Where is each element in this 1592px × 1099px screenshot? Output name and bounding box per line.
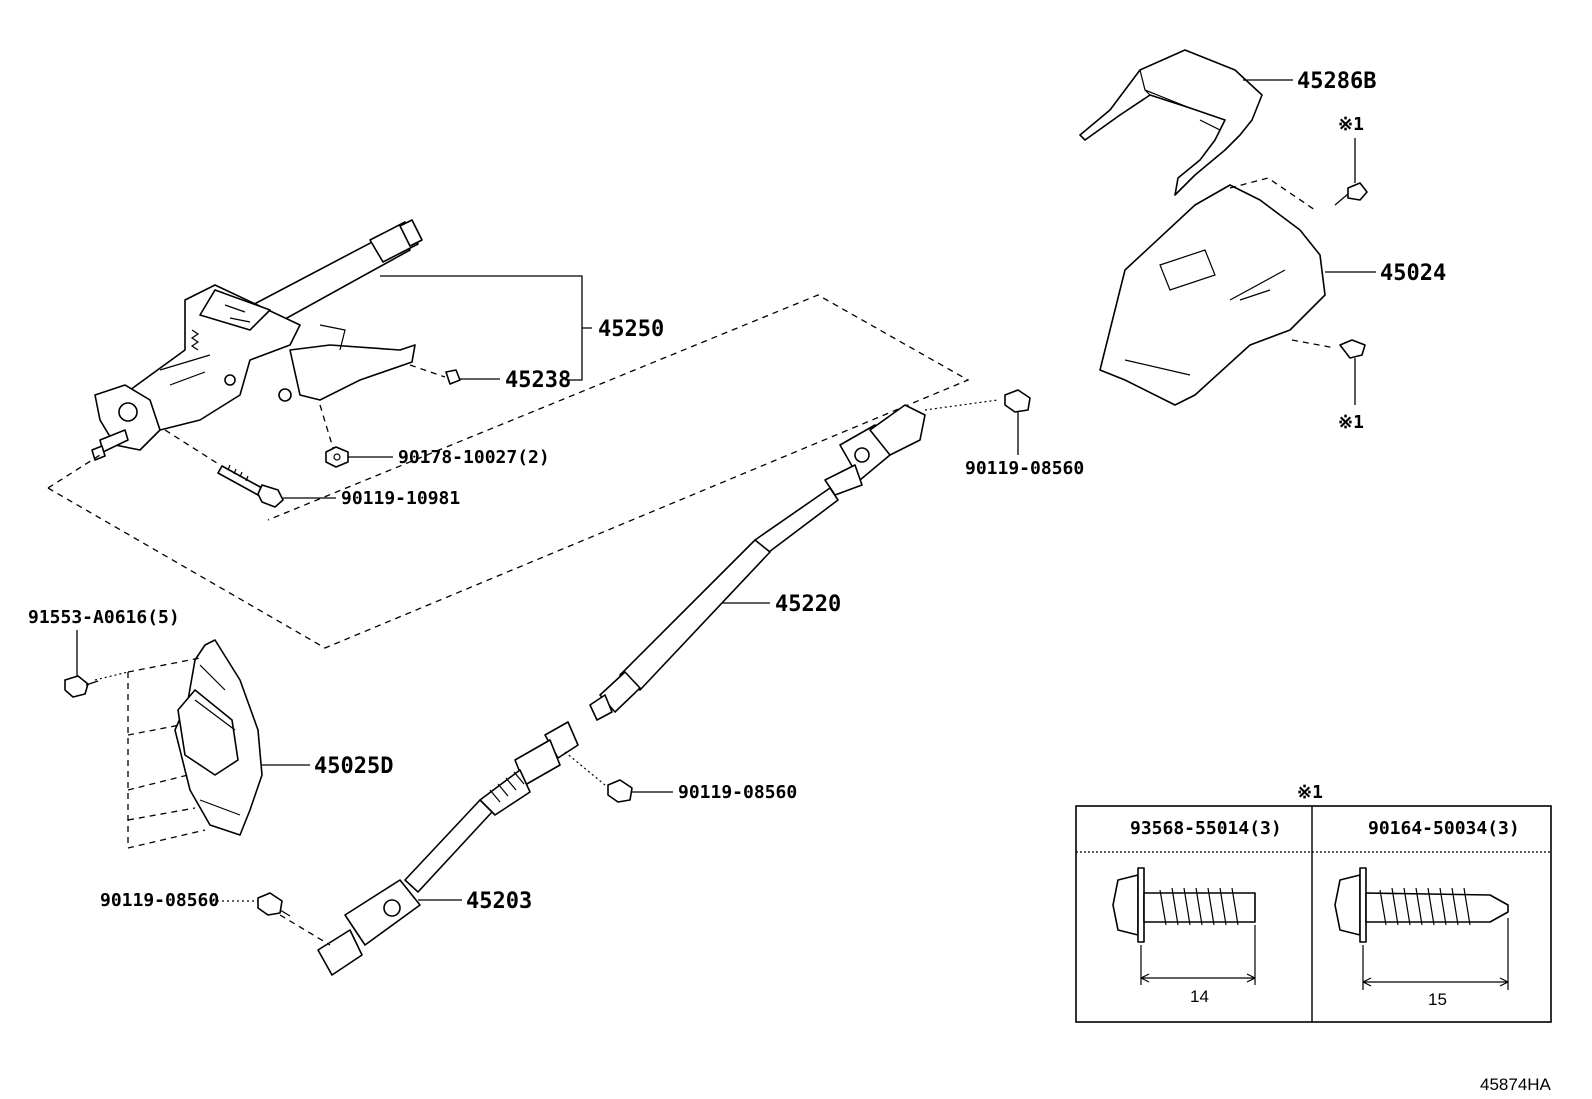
screw-90164-50034-icon [1334,867,1509,990]
bolt-90119-08560-c [257,892,291,917]
label-45220: 45220 [775,592,841,617]
label-45203: 45203 [466,889,532,914]
note-bottom: ※1 [1338,412,1364,433]
screw-93568-55014-icon [1112,867,1256,985]
label-90119-08560-a: 90119-08560 [965,458,1084,479]
table-part-1: 90164-50034(3) [1368,818,1520,839]
table-dim-0: 14 [1190,987,1209,1006]
upper-column-cover-45286b [1079,49,1263,196]
intermediate-shaft-45220 [589,404,926,721]
note-top: ※1 [1338,114,1364,135]
screw-note1-bottom [1339,339,1366,359]
note-table: ※1 93568-55014(3) 90164-50034(3) 14 15 [1075,782,1552,1023]
label-91553-a0616: 91553-A0616(5) [28,607,180,628]
steering-column-assembly [91,219,423,461]
nut-90178-10027 [325,446,349,468]
label-90178-10027: 90178-10027(2) [398,447,550,468]
label-90119-10981: 90119-10981 [341,488,460,509]
bolt-90119-08560-a [1004,389,1031,413]
label-45286b: 45286B [1297,69,1376,94]
table-title: ※1 [1297,782,1323,803]
diagram-id: 45874HA [1480,1075,1552,1094]
label-45238: 45238 [505,368,571,393]
screw-note1-top [1334,182,1368,206]
table-part-0: 93568-55014(3) [1130,818,1282,839]
lower-shaft-45203 [317,721,579,976]
label-90119-08560-c: 90119-08560 [100,890,219,911]
table-dim-1: 15 [1428,990,1447,1009]
label-45024: 45024 [1380,261,1446,286]
label-90119-08560-b: 90119-08560 [678,782,797,803]
bolt-91553-a0616 [64,675,99,698]
lower-column-cover-45024 [1099,184,1326,406]
bolt-90119-08560-b [607,779,633,803]
bolt-90119-10981 [217,464,284,508]
label-45250: 45250 [598,317,664,342]
column-hole-cover-45025d [174,639,263,836]
label-45025d: 45025D [314,754,393,779]
clip-45238 [445,369,461,385]
